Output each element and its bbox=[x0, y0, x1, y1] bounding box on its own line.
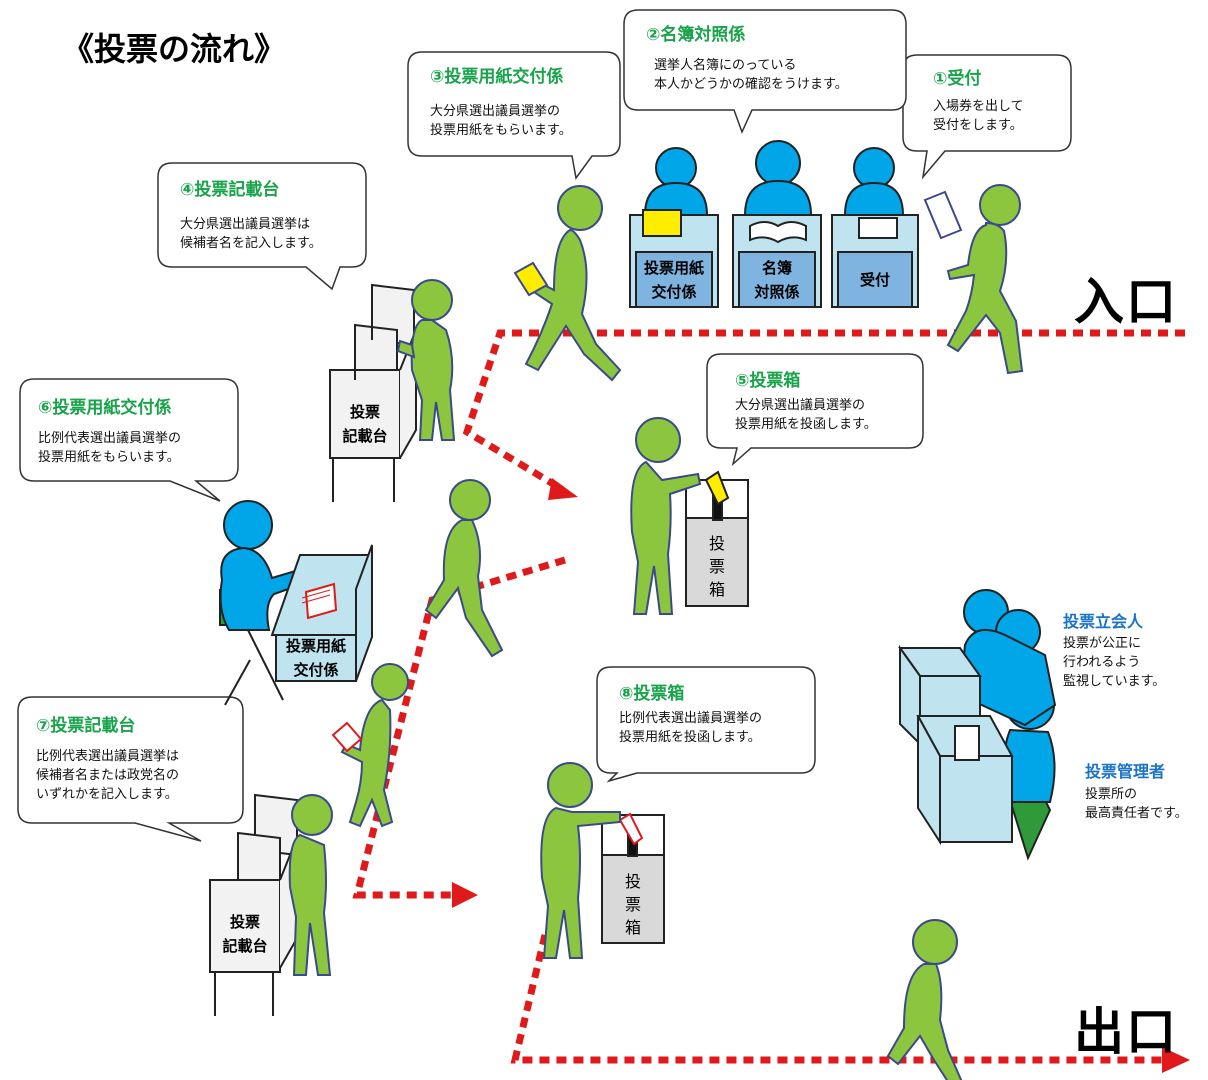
ballot-issue-desk-left bbox=[219, 500, 374, 706]
step-8-text: 比例代表選出議員選挙の 投票用紙を投函します。 bbox=[619, 711, 763, 745]
official-witness-text: 投票が公正に 行われるよう 監視しています。 bbox=[1063, 636, 1166, 689]
writing-booth-top bbox=[329, 283, 417, 502]
step-3-title: ③投票用紙交付係 bbox=[430, 67, 564, 87]
page-title: 《投票の流れ》 bbox=[62, 30, 287, 68]
step-4-title: ④投票記載台 bbox=[180, 180, 280, 200]
desk-label-roll-check: 名簿 対照係 bbox=[754, 259, 800, 301]
step-1-text: 入場券を出して 受付をします。 bbox=[933, 99, 1024, 133]
ballot-box-2-label: 投 票 箱 bbox=[624, 872, 641, 937]
voter-step7-walk bbox=[331, 663, 409, 828]
voter-walking-mid bbox=[424, 479, 504, 658]
step-5-text: 大分県選出議員選挙の 投票用紙を投函します。 bbox=[735, 398, 877, 432]
ballot-box-2 bbox=[601, 812, 665, 944]
official-manager-text: 投票所の 最高責任者です。 bbox=[1085, 787, 1188, 821]
route-arrowheads bbox=[452, 478, 1190, 1073]
voter-step8 bbox=[540, 762, 621, 959]
desk-label-booth-bottom: 投票 記載台 bbox=[222, 913, 268, 955]
official-manager-title: 投票管理者 bbox=[1085, 762, 1166, 781]
officials-desks bbox=[898, 589, 1057, 861]
step-7-title: ⑦投票記載台 bbox=[36, 716, 136, 736]
voter-step7 bbox=[288, 794, 333, 976]
writing-booth-bottom bbox=[209, 793, 298, 1016]
step-7-text: 比例代表選出議員選挙は 候補者名または政党名の いずれかを記入します。 bbox=[36, 749, 180, 802]
speech-bubble-shapes bbox=[17, 9, 1072, 842]
step-5-title: ⑤投票箱 bbox=[735, 371, 801, 391]
entrance-label: 入口 bbox=[1074, 273, 1178, 331]
step-6-title: ⑥投票用紙交付係 bbox=[38, 398, 172, 418]
desk-label-reception: 受付 bbox=[859, 271, 890, 289]
official-witness-title: 投票立会人 bbox=[1063, 612, 1144, 631]
desk-label-ballot-issue-left: 投票用紙 交付係 bbox=[285, 637, 346, 679]
desk-label-ballot-issue-top: 投票用紙 交付係 bbox=[643, 259, 704, 301]
step-2-title: ②名簿対照係 bbox=[646, 25, 746, 45]
voter-step4 bbox=[396, 279, 456, 441]
top-desks bbox=[629, 140, 919, 308]
voter-step5 bbox=[630, 417, 702, 615]
step-4-text: 大分県選出議員選挙は 候補者名を記入します。 bbox=[180, 217, 322, 251]
ballot-box-1 bbox=[685, 470, 749, 607]
voter-step3 bbox=[513, 185, 622, 382]
step-6-text: 比例代表選出議員選挙の 投票用紙をもらいます。 bbox=[38, 431, 182, 465]
voter-entrance bbox=[923, 184, 1024, 375]
desk-label-booth-top: 投票 記載台 bbox=[342, 403, 388, 445]
step-2-text: 選挙人名簿にのっている 本人かどうかの確認をうけます。 bbox=[654, 58, 848, 92]
ballot-box-1-label: 投 票 箱 bbox=[708, 534, 725, 599]
exit-label: 出口 bbox=[1074, 1003, 1178, 1061]
voters bbox=[288, 184, 1024, 1080]
step-8-title: ⑧投票箱 bbox=[619, 684, 685, 704]
voter-exit bbox=[886, 919, 963, 1080]
step-3-text: 大分県選出議員選挙の 投票用紙をもらいます。 bbox=[430, 104, 572, 138]
step-1-title: ①受付 bbox=[933, 69, 982, 89]
